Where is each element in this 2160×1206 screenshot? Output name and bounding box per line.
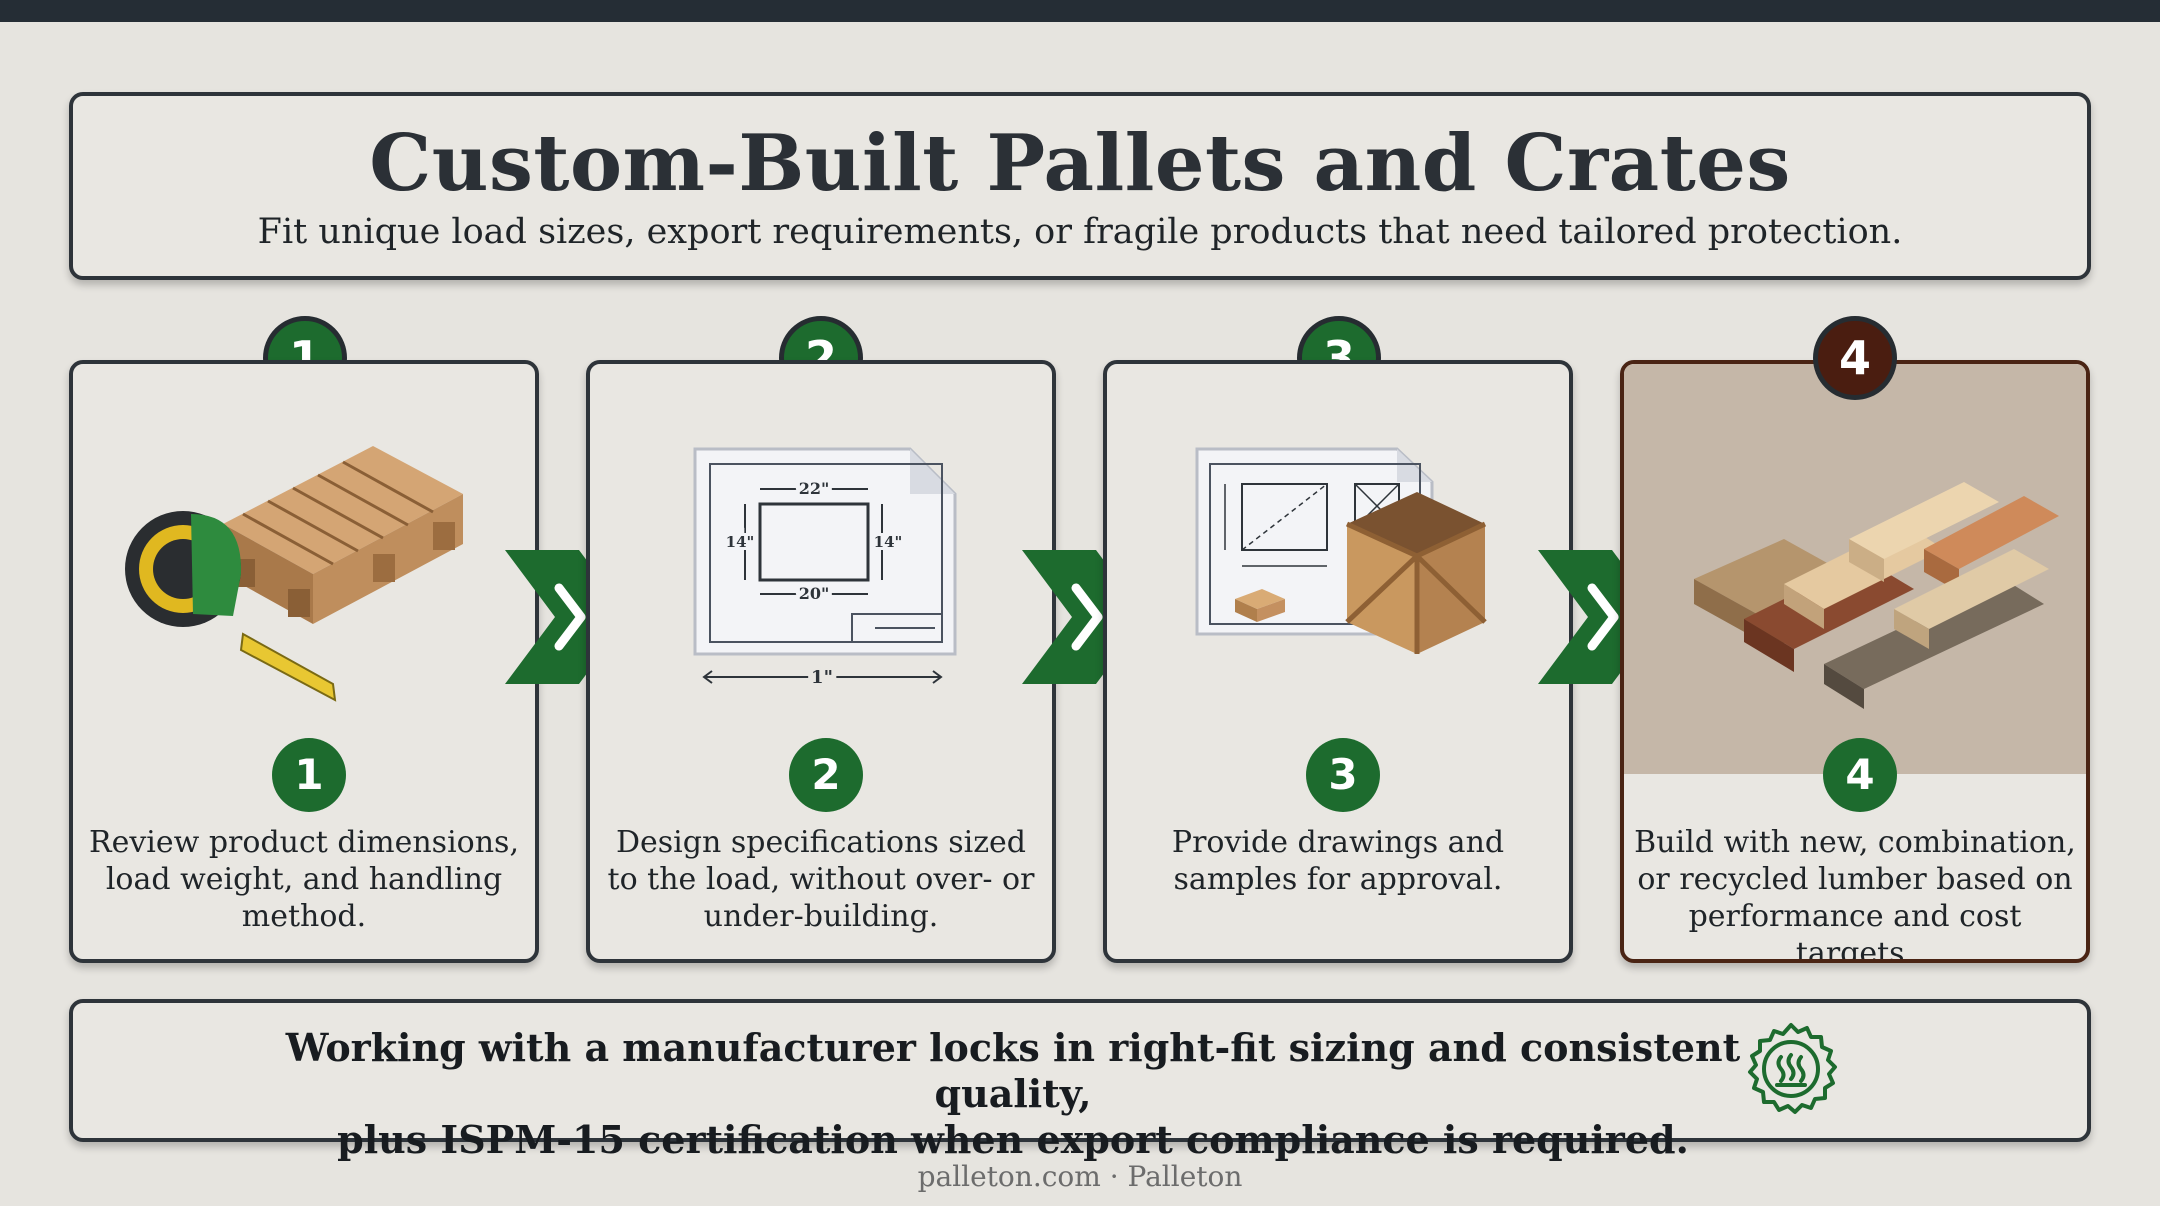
step-3-badge: 3	[1306, 738, 1380, 812]
dimension-base-label: 1"	[811, 667, 833, 688]
footer-message: Working with a manufacturer locks in rig…	[233, 1025, 1793, 1163]
page-subtitle: Fit unique load sizes, export requiremen…	[257, 212, 1903, 252]
header-card: Custom-Built Pallets and Crates Fit uniq…	[69, 92, 2091, 280]
heat-treatment-seal-icon	[1748, 1023, 1837, 1114]
drawing-and-crate-icon	[1195, 447, 1487, 654]
footer-card: Working with a manufacturer locks in rig…	[69, 999, 2091, 1162]
step-4-description: Build with new, combination, or recycled…	[1634, 825, 2076, 963]
step-1-description: Review product dimensions, load weight, …	[88, 825, 519, 934]
dimension-right-label: 14"	[874, 533, 903, 551]
footer-line-2: plus ISPM-15 certification when export c…	[337, 1117, 1689, 1162]
step-1-badge: 1	[272, 738, 346, 812]
step-4-card: 4 Build with new, combination, or recycl…	[1620, 360, 2090, 963]
step-3-description: Provide drawings and samples for approva…	[1171, 825, 1505, 897]
site-credit: palleton.com · Palleton	[917, 1160, 1243, 1193]
page-title: Custom-Built Pallets and Crates	[369, 118, 1791, 209]
dimension-bottom-label: 20"	[799, 584, 830, 603]
top-bar	[0, 0, 2160, 22]
dimension-top-label: 22"	[799, 479, 830, 498]
step-3-card: 3 Provide drawings and samples for appro…	[1103, 360, 1573, 963]
step-4-badge: 4	[1823, 738, 1897, 812]
lumber-stack-icon	[1694, 482, 2059, 709]
step-4-top-badge: 4	[1813, 316, 1897, 400]
footer-line-1: Working with a manufacturer locks in rig…	[285, 1025, 1741, 1116]
blueprint-drawing-icon: 22" 14" 14" 20" 1"	[693, 447, 957, 693]
dimension-left-label: 14"	[726, 533, 755, 551]
step-2-card: 22" 14" 14" 20" 1" 2 Design specificatio…	[586, 360, 1056, 963]
pallet-and-tape-measure-icon	[125, 446, 463, 702]
step-1-card: 1 Review product dimensions, load weight…	[69, 360, 539, 963]
step-2-badge: 2	[789, 738, 863, 812]
step-2-description: Design specifications sized to the load,…	[607, 825, 1035, 934]
